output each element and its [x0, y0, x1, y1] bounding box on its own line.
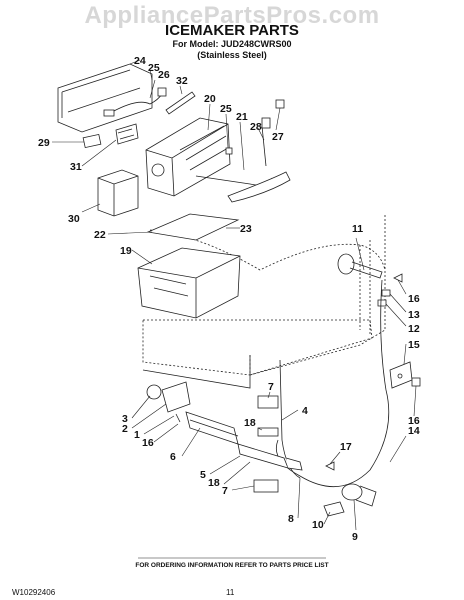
page-title: ICEMAKER PARTS — [165, 22, 299, 39]
callout: 28 — [250, 121, 262, 133]
callout: 3 — [122, 413, 128, 425]
callout: 9 — [352, 531, 358, 543]
callout: 19 — [120, 245, 132, 257]
valve-clip — [323, 501, 345, 517]
water-valve — [341, 483, 377, 507]
callout: 5 — [200, 469, 206, 481]
heater-bracket — [146, 381, 191, 423]
water-line — [275, 279, 390, 487]
insulation-box — [97, 169, 139, 217]
callout: 18 — [208, 477, 220, 489]
leader-lines — [52, 59, 417, 531]
callout: 1 — [134, 429, 140, 441]
callout: 26 — [158, 69, 170, 81]
callout: 4 — [302, 405, 308, 417]
wire-harness — [103, 87, 167, 117]
callout: 16 — [408, 293, 420, 305]
ice-bin — [137, 247, 241, 319]
page-number: 11 — [226, 588, 235, 597]
callout: 11 — [352, 223, 363, 235]
screw — [325, 461, 335, 471]
callout: 32 — [176, 75, 188, 87]
tab — [275, 99, 285, 109]
icemaker-assembly — [145, 117, 273, 197]
pad-upper — [257, 395, 279, 409]
callout: 18 — [244, 417, 256, 429]
callout: 16 — [142, 437, 154, 449]
fill-tube — [337, 253, 383, 279]
fill-tube-assembly — [185, 411, 239, 445]
mounting-plate — [57, 63, 153, 133]
callout: 2 — [122, 423, 128, 435]
callout: 25 — [220, 103, 232, 115]
callout: 7 — [222, 485, 228, 497]
callout: 27 — [272, 131, 284, 143]
model-number: For Model: JUD248CWRS00 — [172, 39, 292, 49]
pad-mid — [257, 427, 279, 437]
clip — [225, 147, 233, 155]
finish-label: (Stainless Steel) — [197, 50, 267, 60]
shelf-plate — [146, 213, 240, 241]
callouts: 24 25 26 32 20 25 21 28 27 29 31 30 22 2… — [38, 55, 420, 543]
watermark: AppliancePartsPros.com — [84, 2, 380, 29]
pad-lower — [253, 479, 279, 493]
shaft — [165, 91, 196, 115]
callout: 23 — [240, 223, 252, 235]
valve-bracket — [389, 361, 421, 389]
front-edge — [142, 355, 251, 389]
callout: 20 — [204, 93, 216, 105]
callout: 10 — [312, 519, 324, 531]
document-number: W10292406 — [12, 588, 56, 597]
heater — [237, 443, 289, 469]
callout: 8 — [288, 513, 294, 525]
callout: 31 — [70, 161, 82, 173]
callout: 7 — [268, 381, 274, 393]
callout: 16 — [408, 415, 420, 427]
callout: 29 — [38, 137, 50, 149]
ordering-note: FOR ORDERING INFORMATION REFER TO PARTS … — [135, 562, 329, 569]
callout: 14 — [408, 425, 420, 437]
callout: 22 — [94, 229, 106, 241]
bracket — [115, 123, 139, 145]
lower-ledge — [142, 319, 373, 376]
callout: 13 — [408, 309, 420, 321]
callout: 17 — [340, 441, 352, 453]
callout: 6 — [170, 451, 176, 463]
callout: 15 — [408, 339, 420, 351]
callout: 24 — [134, 55, 146, 67]
callout: 30 — [68, 213, 80, 225]
feeler-arm — [261, 117, 271, 167]
callout: 25 — [148, 62, 160, 74]
cover — [227, 171, 291, 203]
callout: 21 — [236, 111, 248, 123]
pad — [82, 133, 102, 149]
callout: 12 — [408, 323, 420, 335]
